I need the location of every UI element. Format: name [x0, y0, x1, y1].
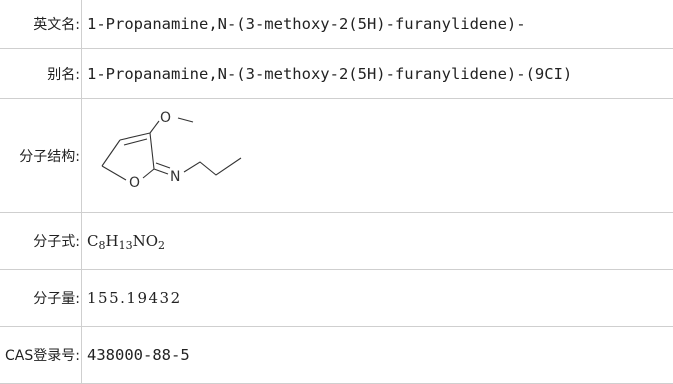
molecular-weight-value: 155.19432 [82, 270, 673, 327]
structure-row: 分子结构: O O N [0, 99, 673, 213]
bond-c2-n [154, 169, 168, 174]
bond-c2-n-double [156, 163, 170, 168]
formula-oxygen-count: 2 [158, 239, 165, 252]
cas-label: CAS登录号: [0, 327, 82, 384]
formula-nitrogen-oxygen: NO [133, 232, 158, 250]
molecular-weight-label: 分子量: [0, 270, 82, 327]
bond-o1-c5 [102, 166, 126, 180]
formula-hydrogen: H [105, 232, 118, 250]
bond-propyl-chain [184, 158, 241, 175]
cas-row: CAS登录号: 438000-88-5 [0, 327, 673, 384]
molecular-structure-diagram: O O N [93, 106, 253, 206]
bond-c3-o-methoxy [150, 121, 159, 133]
formula-row: 分子式: C8H13NO2 [0, 213, 673, 270]
formula-carbon: C [87, 232, 98, 250]
atom-o-ring: O [129, 175, 140, 191]
english-name-row: 英文名: 1-Propanamine,N-(3-methoxy-2(5H)-fu… [0, 0, 673, 49]
formula-label: 分子式: [0, 213, 82, 270]
bond-c3-c2 [150, 133, 154, 169]
alias-row: 别名: 1-Propanamine,N-(3-methoxy-2(5H)-fur… [0, 49, 673, 99]
alias-label: 别名: [0, 49, 82, 99]
english-name-value: 1-Propanamine,N-(3-methoxy-2(5H)-furanyl… [82, 0, 673, 49]
atom-n-imine: N [170, 169, 180, 185]
bond-c2-o1 [143, 169, 154, 178]
cas-value: 438000-88-5 [82, 327, 673, 384]
structure-label: 分子结构: [0, 99, 82, 213]
bond-c5-c4 [102, 140, 120, 166]
alias-value: 1-Propanamine,N-(3-methoxy-2(5H)-furanyl… [82, 49, 673, 99]
bond-c4-c3-double [124, 139, 147, 145]
atom-o-methoxy: O [160, 110, 171, 126]
structure-cell: O O N [82, 99, 673, 213]
formula-hydrogen-count: 13 [119, 239, 133, 252]
formula-value: C8H13NO2 [82, 213, 673, 270]
molecular-weight-row: 分子量: 155.19432 [0, 270, 673, 327]
bond-o-ch3 [178, 118, 193, 122]
english-name-label: 英文名: [0, 0, 82, 49]
